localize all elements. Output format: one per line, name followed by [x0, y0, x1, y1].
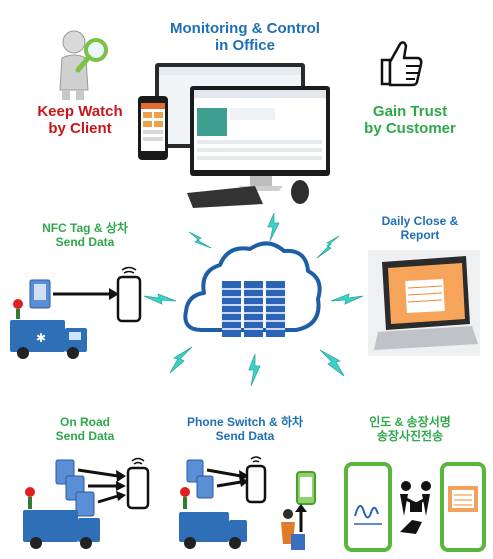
gain-trust-caption: Gain Trust by Customer	[364, 103, 456, 138]
on-road-illustration	[18, 452, 153, 550]
delivery-handover-illustration	[342, 458, 487, 554]
daily-close-caption: Daily Close & Report	[381, 214, 459, 242]
signal-bolt-icon	[187, 228, 213, 252]
keep-watch-caption: Keep Watch by Client	[37, 103, 123, 138]
cloud-server-icon	[180, 235, 325, 345]
signal-bolt-icon	[168, 345, 194, 375]
delivery-caption: 인도 & 송장서명 송장사진전송	[369, 415, 451, 443]
signal-bolt-icon	[315, 234, 341, 260]
signal-bolt-icon	[143, 292, 177, 306]
laptop-report-illustration	[368, 250, 480, 356]
signal-bolt-icon	[264, 212, 282, 242]
phone-switch-illustration	[175, 452, 325, 552]
page-title: Monitoring & Control in Office	[170, 20, 320, 55]
signal-bolt-icon	[318, 348, 346, 378]
signal-bolt-icon	[330, 292, 364, 306]
svg-text:✱: ✱	[36, 331, 46, 345]
on-road-caption: On Road Send Data	[55, 415, 115, 443]
office-devices-illustration	[135, 58, 335, 208]
nfc-caption: NFC Tag & 상차 Send Data	[42, 221, 128, 249]
signal-bolt-icon	[245, 353, 263, 387]
magnifier-person-icon	[52, 28, 112, 100]
phone-switch-caption: Phone Switch & 하차 Send Data	[186, 415, 304, 443]
thumbs-up-icon	[378, 38, 424, 88]
nfc-send-illustration: ✱	[5, 262, 155, 362]
